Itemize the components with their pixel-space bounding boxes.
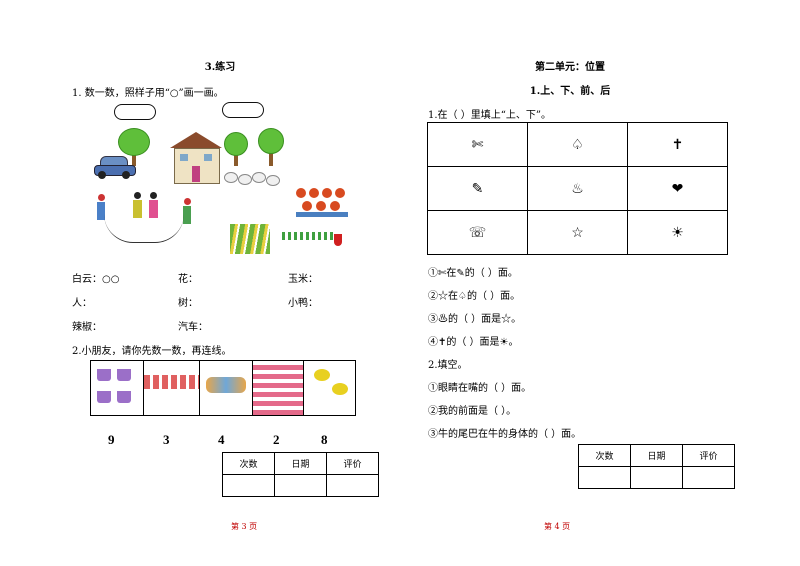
answer-label-corn: 玉米： <box>288 274 318 285</box>
q2-item-1: ①眼睛在嘴的（ ）面。 <box>428 383 532 394</box>
number-3: 3 <box>163 432 170 447</box>
cell-evaluation[interactable] <box>682 466 735 489</box>
tree-icon <box>224 132 248 166</box>
q1-item-2: ②☆在♤的（ ）面。 <box>428 291 521 302</box>
answer-label-peppers: 辣椒： <box>72 322 102 333</box>
left-page-number: 第 3 页 <box>231 522 258 531</box>
cell-evaluation[interactable] <box>326 474 379 497</box>
q2-item-3: ③牛的尾巴在牛的身体的（ ）面。 <box>428 429 582 440</box>
header-times: 次数 <box>578 444 631 467</box>
answer-label-trees: 树： <box>178 298 198 309</box>
unit-title: 第二单元：位置 <box>535 62 605 73</box>
spade-icon: ♤ <box>527 122 628 167</box>
cell-times[interactable] <box>222 474 275 497</box>
answer-label-clouds: 白云：○○ <box>72 274 120 285</box>
counting-scene-illustration <box>80 100 370 265</box>
counting-boxes <box>90 360 356 416</box>
answer-label-people: 人： <box>72 298 92 309</box>
number-4: 4 <box>218 432 225 447</box>
left-page-title: 3.练习 <box>204 62 236 73</box>
number-8: 8 <box>321 432 328 447</box>
cups-box <box>91 361 144 415</box>
question-2-text: 2.小朋友，请你先数一数，再连线。 <box>72 346 232 357</box>
flowers-icon <box>296 188 352 218</box>
symbol-table: ✄ ♤ ✝ ✎ ♨ ❤ ☏ ☆ ☀ <box>427 122 728 255</box>
cloud-icon <box>222 102 264 118</box>
right-question-2-text: 2.填空。 <box>428 360 468 371</box>
q1-item-3: ③♨的（ ）面是☆。 <box>428 314 522 325</box>
sun-icon: ☀ <box>627 210 728 255</box>
fish-box <box>253 361 304 415</box>
right-question-1-text: 1.在（ ）里填上“上、下”。 <box>428 110 551 121</box>
right-page-number: 第 4 页 <box>544 522 571 531</box>
rocking-horses-box <box>200 361 253 415</box>
lesson-title: 1.上、下、前、后 <box>529 86 611 97</box>
answer-label-flowers: 花： <box>178 274 198 285</box>
number-9: 9 <box>108 432 115 447</box>
header-times: 次数 <box>222 452 275 475</box>
tree-icon <box>258 128 284 166</box>
children-jump-rope-icon <box>90 192 200 252</box>
cloud-icon <box>114 104 156 120</box>
q1-item-1: ①✄在✎的（ ）面。 <box>428 268 518 279</box>
right-evaluation-table: 次数 日期 评价 <box>578 444 735 489</box>
scissors-icon: ✄ <box>427 122 528 167</box>
header-evaluation: 评价 <box>682 444 735 467</box>
cell-date[interactable] <box>630 466 683 489</box>
q2-item-2: ②我的前面是（ ）。 <box>428 406 517 417</box>
cell-times[interactable] <box>578 466 631 489</box>
star-icon: ☆ <box>527 210 628 255</box>
header-date: 日期 <box>630 444 683 467</box>
q1-item-4: ④✝的（ ）面是☀。 <box>428 337 519 348</box>
answer-label-ducklings: 小鸭： <box>288 298 318 309</box>
ducks-icon <box>224 168 288 188</box>
cell-date[interactable] <box>274 474 327 497</box>
heart-icon: ❤ <box>627 166 728 211</box>
strawberries-box <box>144 361 200 415</box>
car-icon <box>94 156 136 180</box>
question-1-text: 1. 数一数，照样子用“○”画一画。 <box>72 88 224 99</box>
header-evaluation: 评价 <box>326 452 379 475</box>
birds-box <box>304 361 355 415</box>
pencil-icon: ✎ <box>427 166 528 211</box>
tree-icon <box>118 128 150 168</box>
peppers-icon <box>282 232 342 246</box>
telephone-icon: ☏ <box>427 210 528 255</box>
answer-label-cars: 汽车： <box>178 322 208 333</box>
corn-icon <box>230 220 274 258</box>
number-2: 2 <box>273 432 280 447</box>
cross-icon: ✝ <box>627 122 728 167</box>
left-evaluation-table: 次数 日期 评价 <box>222 452 379 497</box>
house-icon <box>170 132 222 184</box>
hot-springs-icon: ♨ <box>527 166 628 211</box>
header-date: 日期 <box>274 452 327 475</box>
